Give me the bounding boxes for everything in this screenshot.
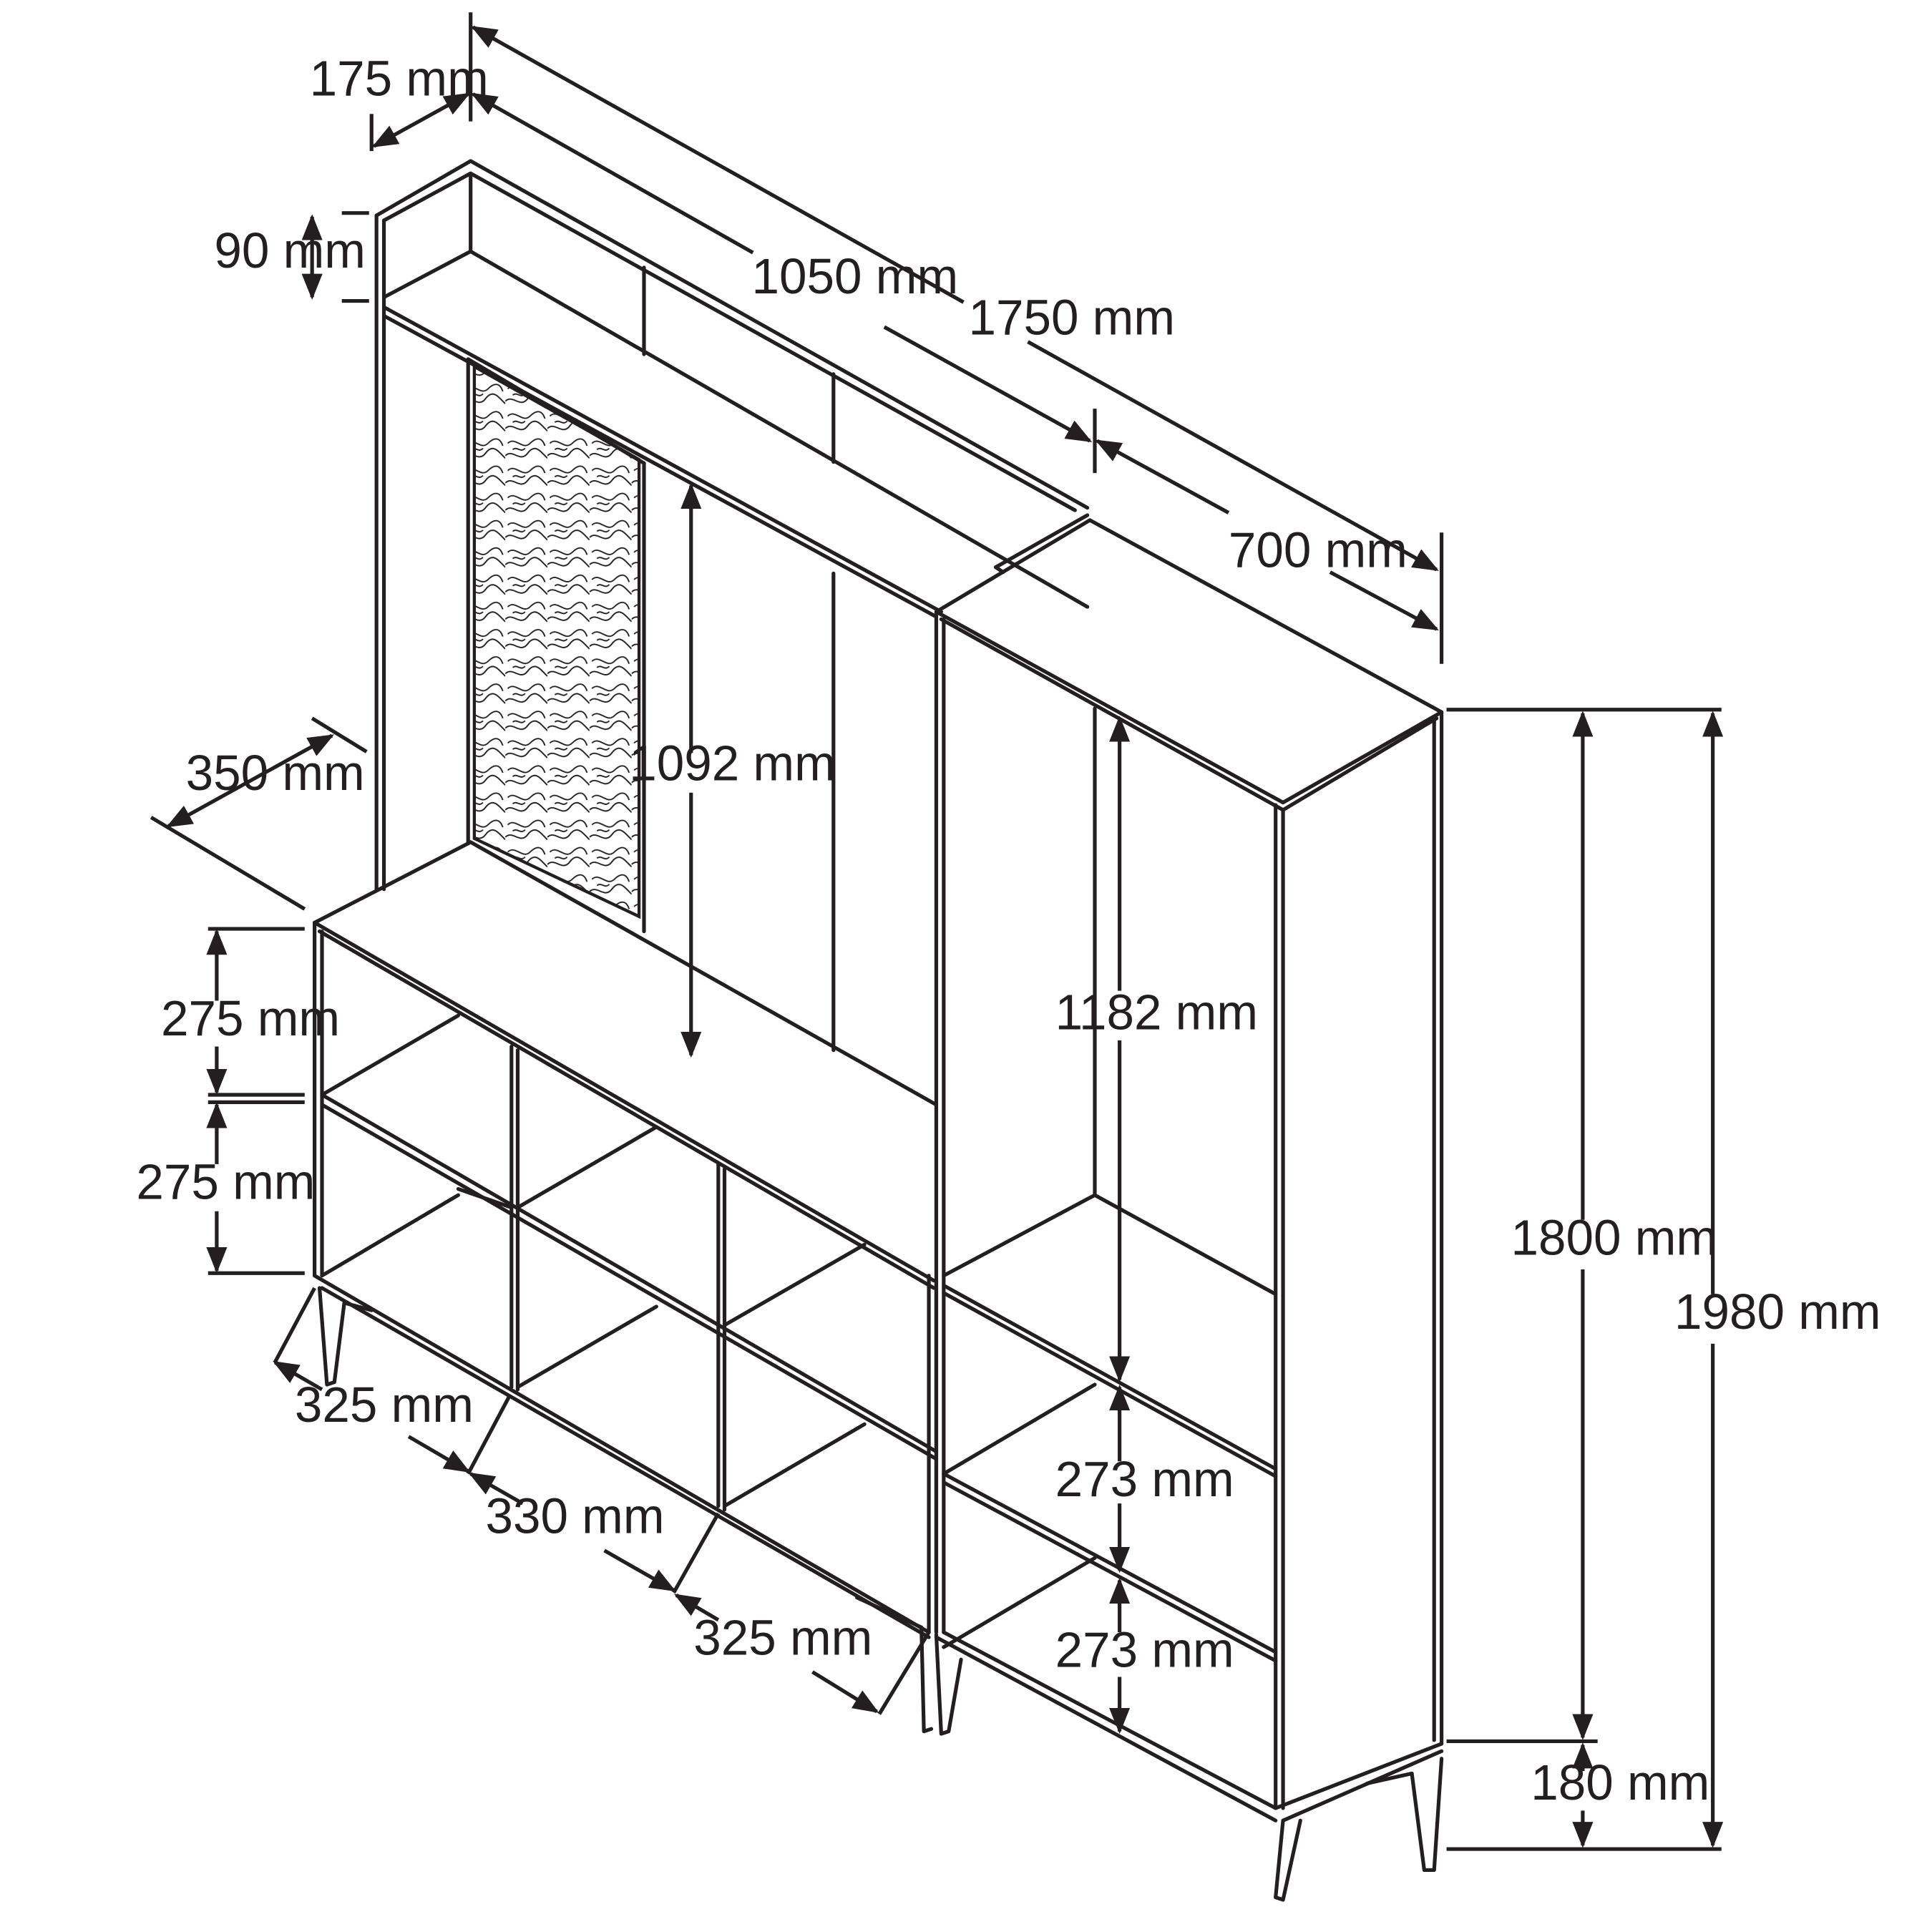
decorative-panel — [472, 364, 641, 919]
label-leg-height: 180 mm — [1531, 1755, 1709, 1810]
label-col2-width: 330 mm — [485, 1488, 664, 1544]
label-tall-row2-height: 273 mm — [1055, 1622, 1234, 1678]
label-tall-width: 700 mm — [1229, 522, 1407, 578]
label-col1-width: 325 mm — [295, 1377, 474, 1433]
dimension-lines — [150, 12, 1724, 1851]
label-tall-row1-height: 273 mm — [1055, 1451, 1234, 1507]
label-row1-height: 275 mm — [161, 990, 340, 1046]
label-col3-width: 325 mm — [693, 1609, 872, 1665]
label-upper-width: 1050 mm — [752, 248, 959, 304]
tall-cabinet — [934, 518, 1444, 1902]
label-upper-height: 1092 mm — [629, 735, 836, 791]
upper-hutch — [374, 159, 1090, 1053]
label-top-height: 90 mm — [214, 223, 366, 278]
label-tall-upper-height: 1182 mm — [1055, 984, 1258, 1040]
label-total-height: 1980 mm — [1674, 1284, 1881, 1340]
label-total-width: 1750 mm — [968, 289, 1175, 345]
label-base-depth: 350 mm — [186, 745, 365, 801]
lower-cabinet — [313, 840, 939, 1734]
label-body-height: 1800 mm — [1511, 1209, 1718, 1265]
label-top-depth: 175 mm — [310, 50, 489, 106]
label-row2-height: 275 mm — [136, 1153, 315, 1209]
dimension-labels: 175 mm 90 mm 1050 mm 1750 mm 700 mm 350 … — [136, 50, 1880, 1810]
